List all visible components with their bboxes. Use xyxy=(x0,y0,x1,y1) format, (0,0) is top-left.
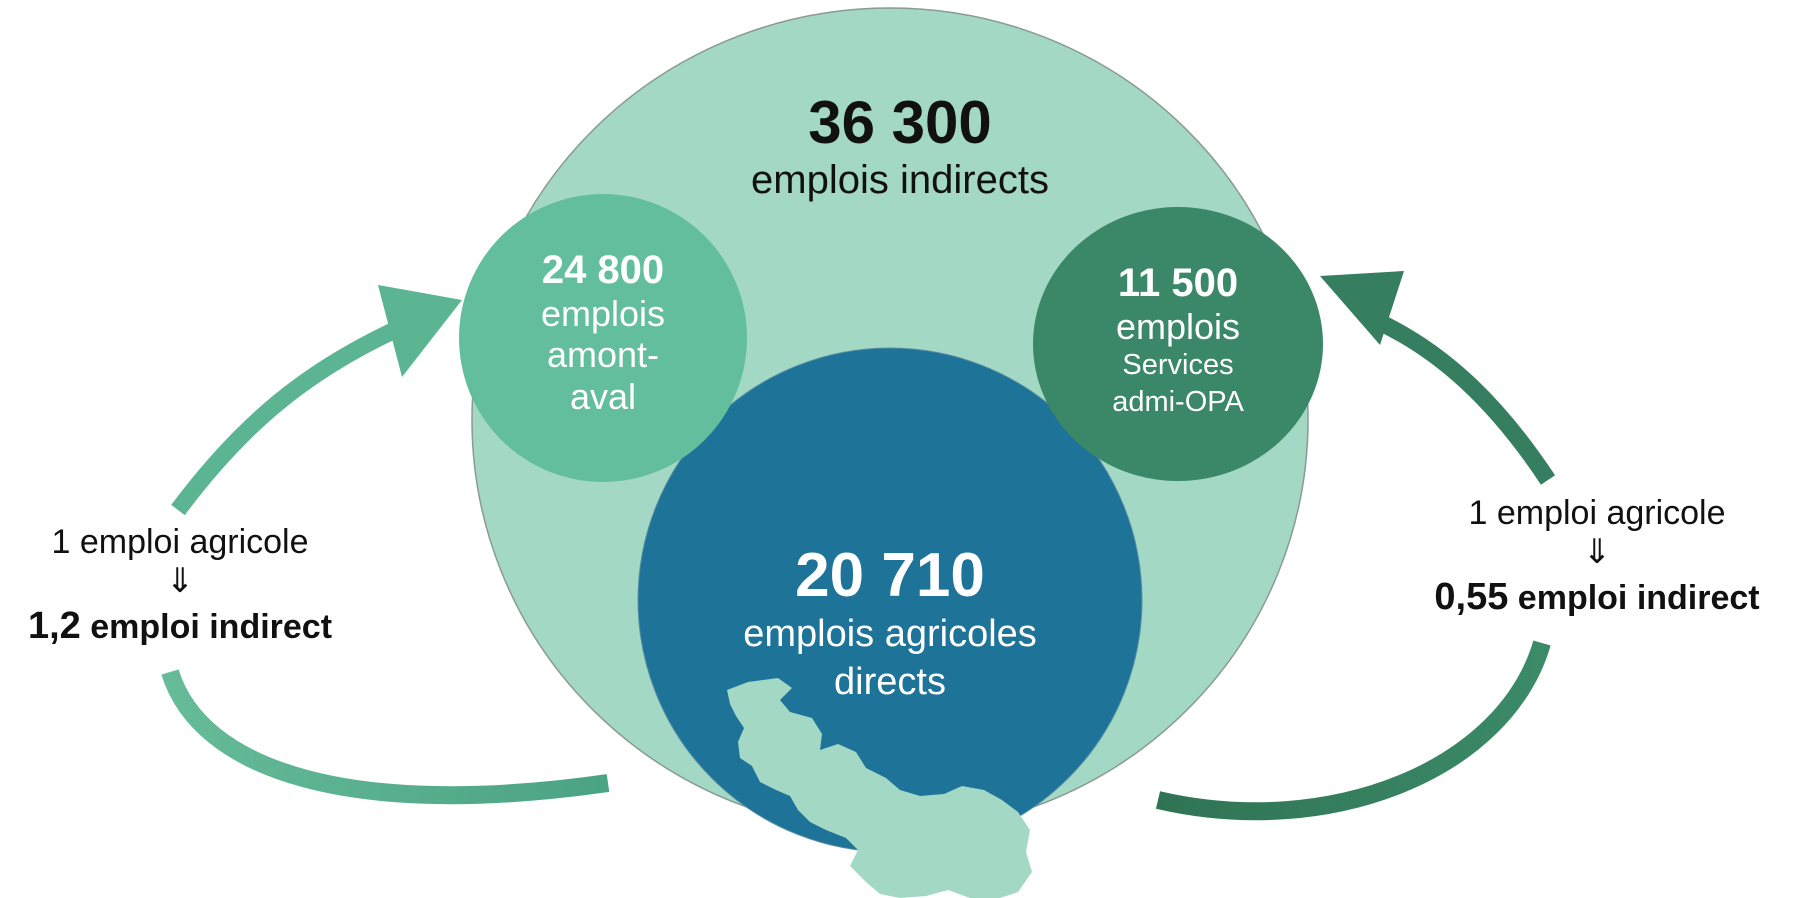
right-lower-swoosh xyxy=(1155,640,1551,821)
services-line1: emplois xyxy=(1115,306,1241,347)
left-ratio-value: 1,2 xyxy=(27,605,81,648)
left-upper-arrow-shaft xyxy=(171,322,399,516)
region-map-shape xyxy=(727,678,1032,898)
total-indirect-label: emplois indirects xyxy=(751,158,1049,202)
left-down-arrow-icon: ⇓ xyxy=(165,561,195,600)
services-block: 11 500 emplois Services admi-OPA xyxy=(1058,260,1298,420)
right-upper-arrowhead xyxy=(1320,271,1404,345)
services-line3: admi-OPA xyxy=(1112,385,1244,418)
services-jobs-circle xyxy=(1033,207,1323,481)
total-indirect-block: 36 300 emplois indirects xyxy=(690,88,1110,203)
left-ratio-top: 1 emploi agricole xyxy=(51,523,309,561)
right-upper-arrow-shaft xyxy=(1371,312,1556,485)
upstream-line1: emplois xyxy=(540,293,666,334)
left-ratio-unit: emploi indirect xyxy=(90,608,333,647)
right-ratio-block: 1 emploi agricole ⇓ 0,55 emploi indirect xyxy=(1412,493,1782,621)
upstream-jobs-circle xyxy=(459,194,747,482)
right-ratio-result: 0,55 emploi indirect xyxy=(1412,575,1782,621)
upstream-line2: amont- xyxy=(546,334,660,376)
right-ratio-unit: emploi indirect xyxy=(1517,579,1760,618)
services-line2: Services xyxy=(1122,349,1234,382)
direct-block: 20 710 emplois agricoles directs xyxy=(690,541,1090,705)
total-indirect-value: 36 300 xyxy=(808,89,992,156)
direct-line1: emplois agricoles xyxy=(743,613,1037,656)
left-ratio-block: 1 emploi agricole ⇓ 1,2 emploi indirect xyxy=(10,522,350,650)
left-lower-swoosh xyxy=(161,669,610,805)
services-value: 11 500 xyxy=(1117,261,1239,305)
upstream-line3: aval xyxy=(569,375,637,417)
upstream-value: 24 800 xyxy=(541,248,665,292)
direct-line2: directs xyxy=(834,660,946,703)
right-down-arrow-icon: ⇓ xyxy=(1582,532,1612,571)
right-ratio-top: 1 emploi agricole xyxy=(1468,494,1726,532)
left-upper-arrowhead xyxy=(378,285,462,377)
direct-value: 20 710 xyxy=(795,541,985,610)
upstream-block: 24 800 emplois amont- aval xyxy=(483,247,723,417)
right-ratio-value: 0,55 xyxy=(1434,576,1509,619)
left-ratio-result: 1,2 emploi indirect xyxy=(10,604,350,650)
